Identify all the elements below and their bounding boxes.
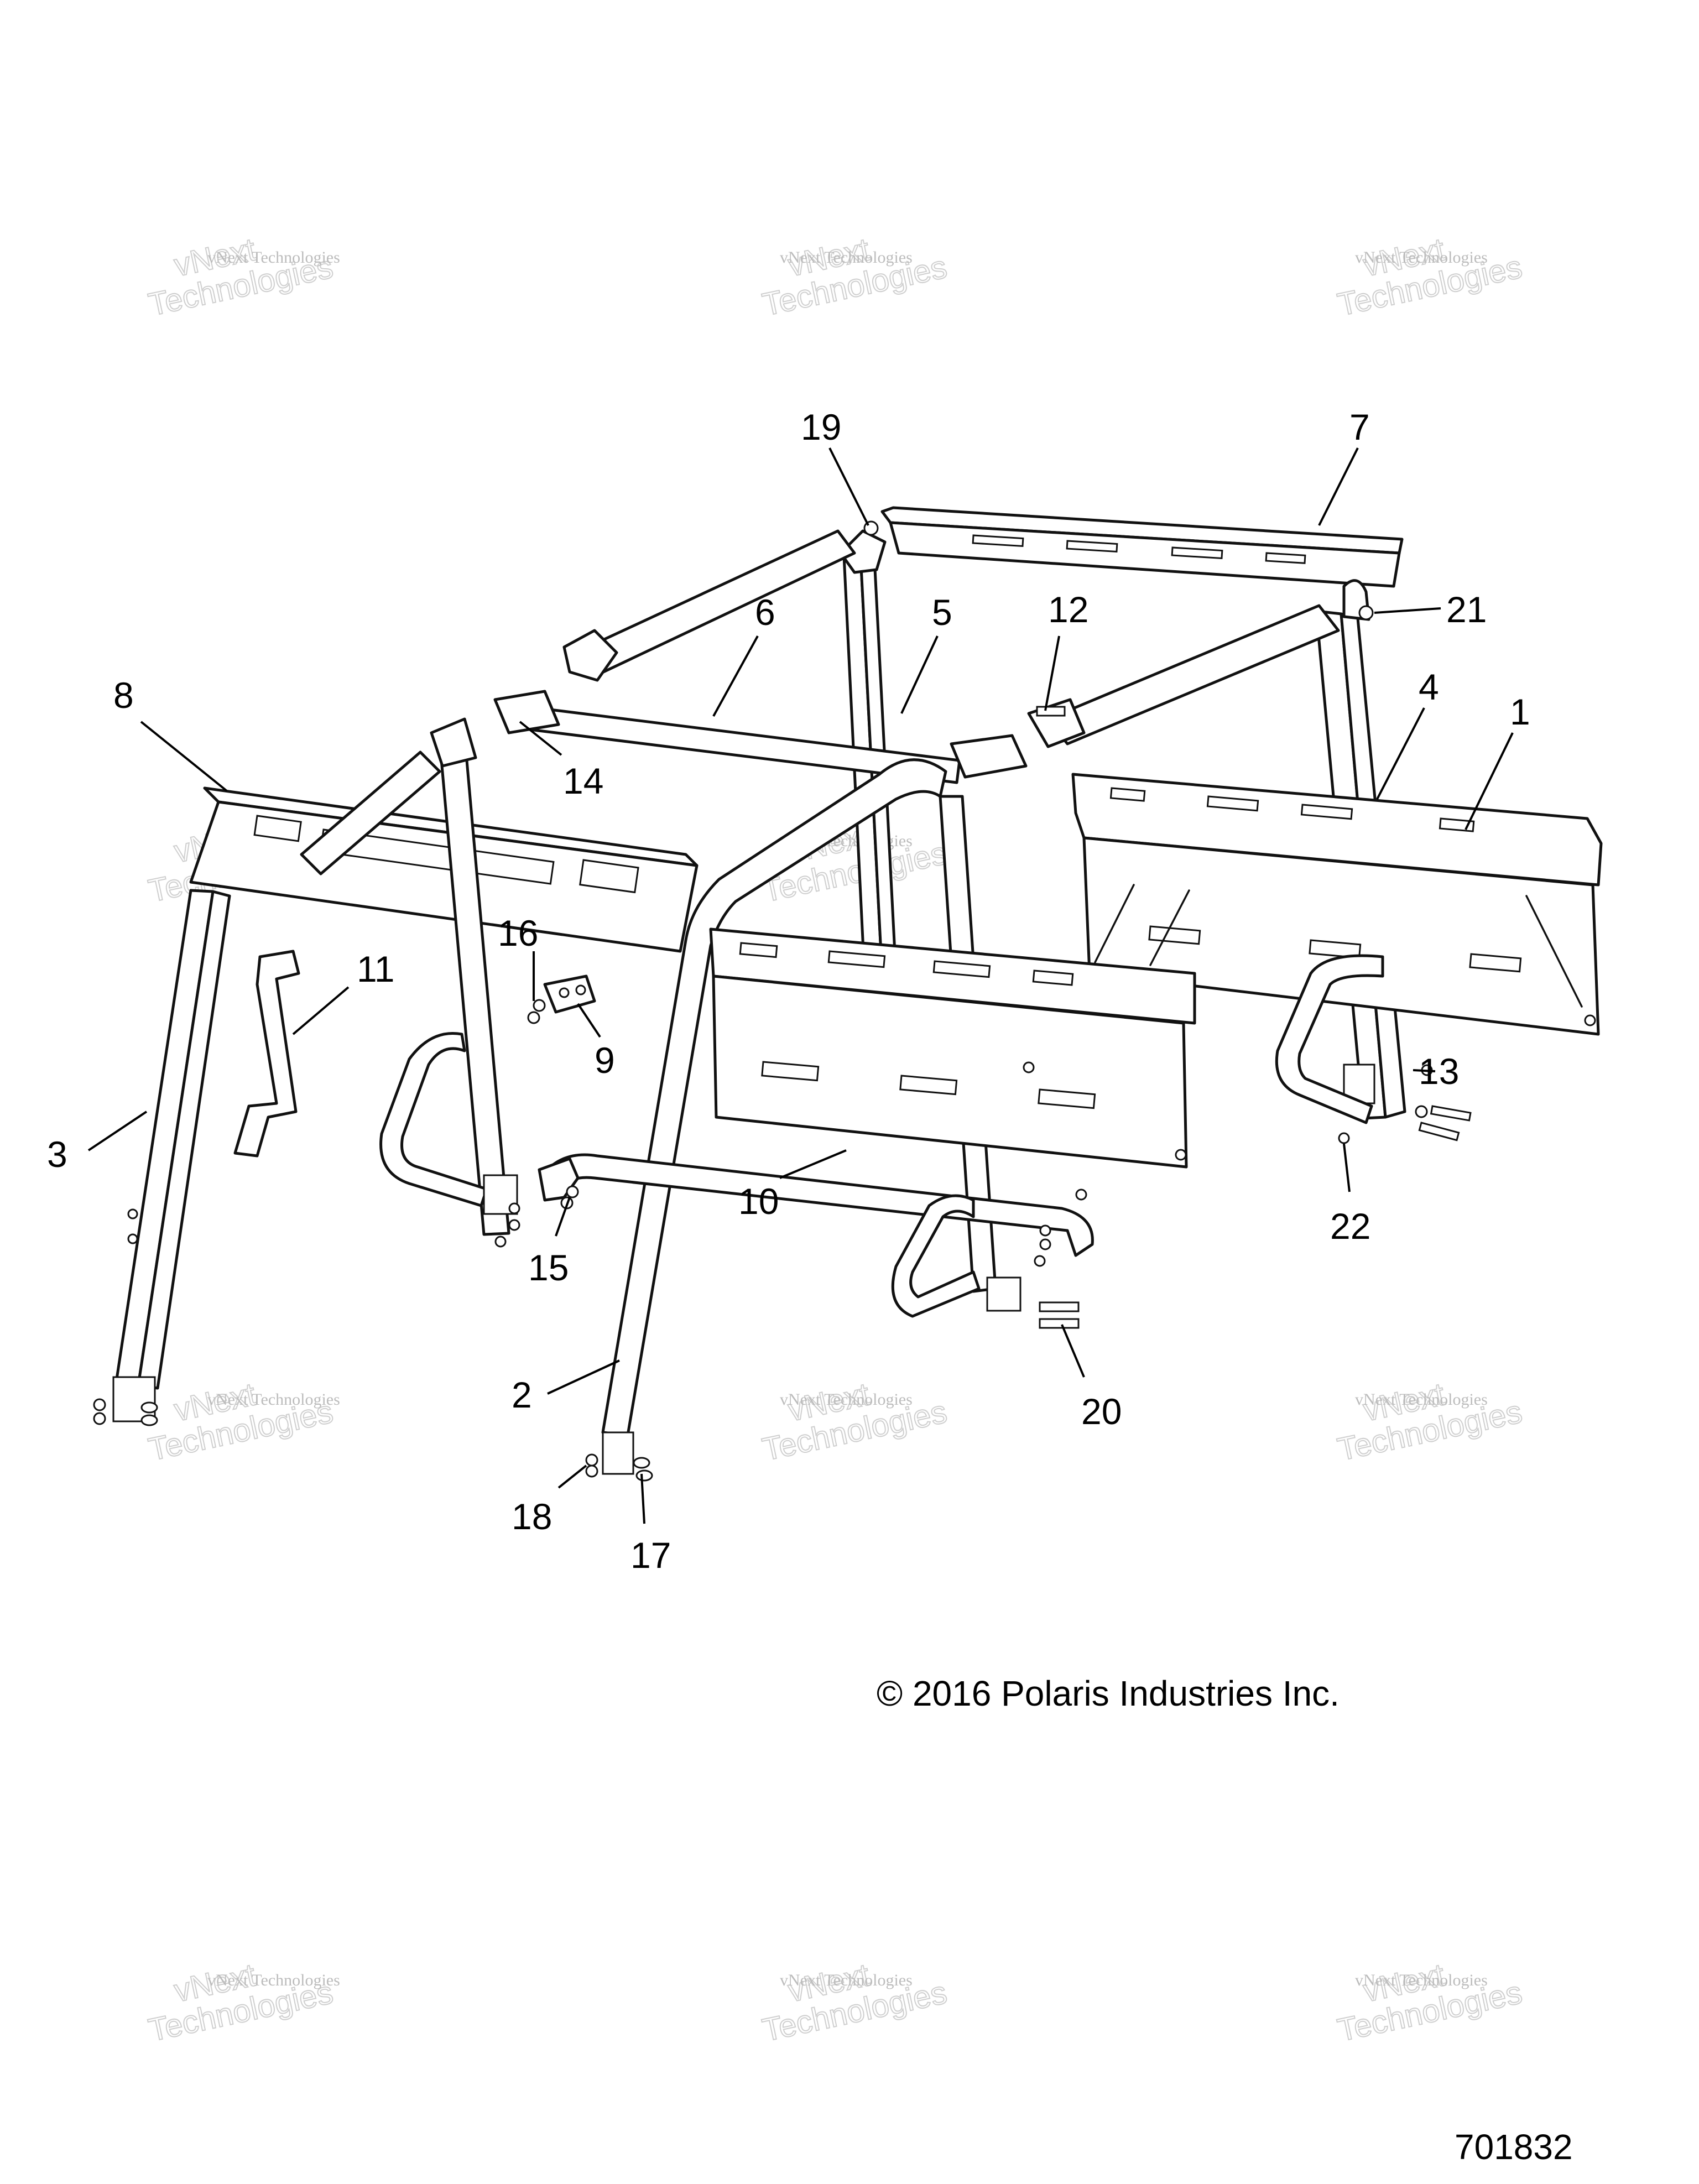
watermark: vNext Technologies <box>1334 1375 1526 1468</box>
callout-22: 22 <box>1330 1206 1370 1247</box>
bolt <box>127 1208 138 1219</box>
watermark-label: vNext Technologies <box>1355 1971 1488 1989</box>
right-grab-bar <box>891 1194 981 1318</box>
hardware <box>93 520 1596 1482</box>
callout-19: 19 <box>801 406 841 447</box>
callout-17: 17 <box>630 1535 671 1576</box>
nut <box>494 1236 507 1248</box>
nut <box>1023 1061 1035 1073</box>
watermark-label: vNext Technologies <box>780 248 913 267</box>
callout-11: 11 <box>357 948 395 989</box>
leader-lines <box>87 447 1514 1524</box>
watermark-label: vNext Technologies <box>207 248 340 267</box>
bolt <box>1039 1238 1051 1250</box>
watermark: vNext Technologies <box>145 1956 337 2049</box>
watermarks: vNext Technologies vNext Technologies vN… <box>145 231 1526 2049</box>
callouts: 19 7 21 5 6 12 4 1 14 8 11 16 9 13 22 10… <box>47 406 1530 1576</box>
part-11-grab-handle <box>233 950 300 1158</box>
callout-21: 21 <box>1446 589 1487 630</box>
watermark-label: vNext Technologies <box>1355 1390 1488 1409</box>
watermark-label: vNext Technologies <box>1355 248 1488 267</box>
watermark: vNext Technologies <box>759 1956 951 2049</box>
watermark-label: vNext Technologies <box>780 1971 913 1989</box>
callout-20: 20 <box>1081 1391 1122 1432</box>
callout-15: 15 <box>528 1247 569 1288</box>
rear-grab-bar <box>1275 954 1384 1124</box>
callout-2: 2 <box>512 1374 532 1415</box>
watermark: vNext Technologies <box>145 1375 337 1468</box>
bolt <box>140 1401 158 1414</box>
part-10-lower-bar <box>538 1153 1094 1257</box>
bolt <box>1034 1255 1046 1267</box>
nut <box>93 1398 106 1411</box>
watermark: vNext Technologies <box>1334 1956 1526 2049</box>
nut-18b <box>585 1464 598 1478</box>
callout-5: 5 <box>932 592 952 633</box>
callout-18: 18 <box>512 1496 552 1537</box>
nut-16 <box>533 999 546 1012</box>
watermark: vNext Technologies <box>1334 231 1526 324</box>
callout-12: 12 <box>1048 589 1088 630</box>
bolt-17b <box>635 1469 653 1482</box>
watermark-label: vNext Technologies <box>207 1390 340 1409</box>
part-1-side-rail <box>1071 773 1603 1036</box>
figure-number: 701832 <box>1455 2127 1573 2167</box>
nut-18 <box>585 1453 598 1467</box>
watermark-label: vNext Technologies <box>780 1390 913 1409</box>
part-6-upper-cross-tube <box>493 690 1028 784</box>
nut-16b <box>527 1011 540 1024</box>
part-7-rear-crossmember <box>880 506 1404 588</box>
nut-22 <box>1338 1132 1350 1144</box>
bolt <box>1418 1122 1460 1141</box>
callout-9: 9 <box>595 1040 615 1081</box>
bolt <box>1430 1105 1472 1122</box>
callout-4: 4 <box>1419 666 1439 707</box>
callout-1: 1 <box>1510 691 1530 732</box>
pin-12 <box>1036 706 1066 717</box>
nut-21 <box>1358 605 1374 621</box>
left-grab-bar <box>379 1032 518 1215</box>
nut <box>1175 1149 1187 1161</box>
nut <box>508 1219 520 1231</box>
bolt <box>127 1233 138 1244</box>
callout-3: 3 <box>47 1134 67 1175</box>
callout-8: 8 <box>113 675 134 716</box>
watermark: vNext Technologies <box>759 231 951 324</box>
part-3-front-post <box>112 889 231 1422</box>
nut <box>1415 1105 1428 1118</box>
part-8-front-panel <box>189 786 699 953</box>
bolt <box>140 1414 158 1426</box>
watermark: vNext Technologies <box>759 1375 951 1468</box>
callout-14: 14 <box>563 760 603 801</box>
upper-left-diagonal-tube <box>562 529 856 682</box>
nut-15 <box>566 1185 579 1198</box>
bolt-20b <box>1039 1318 1080 1329</box>
watermark: vNext Technologies <box>145 231 337 324</box>
left-side-rail <box>709 927 1196 1169</box>
callout-10: 10 <box>738 1181 779 1222</box>
nut <box>93 1412 106 1425</box>
nut <box>508 1202 520 1215</box>
bolt-17 <box>633 1457 650 1469</box>
callout-16: 16 <box>498 913 538 953</box>
watermark-label: vNext Technologies <box>207 1971 340 1989</box>
callout-6: 6 <box>755 592 775 633</box>
front-rear-post <box>300 717 510 1236</box>
part-9-bracket <box>543 974 596 1014</box>
bolt-20 <box>1039 1301 1080 1312</box>
copyright-notice: © 2016 Polaris Industries Inc. <box>877 1674 1340 1713</box>
callout-13: 13 <box>1419 1051 1459 1092</box>
bolt <box>1075 1189 1087 1201</box>
bolt <box>1039 1224 1051 1237</box>
callout-7: 7 <box>1349 406 1370 447</box>
nut <box>1584 1014 1596 1026</box>
